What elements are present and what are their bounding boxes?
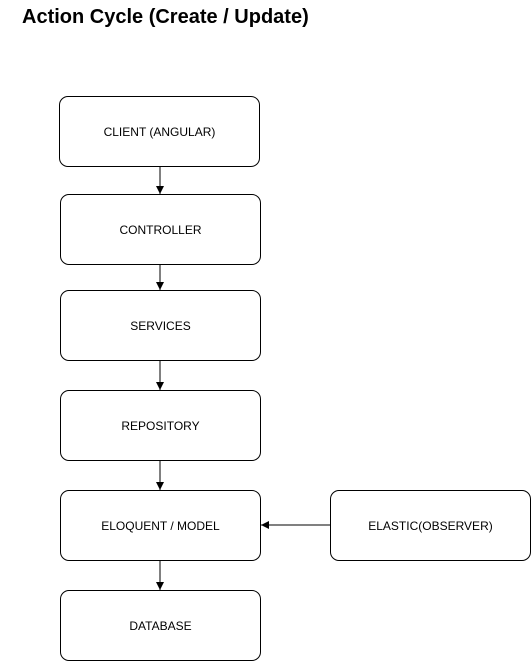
database-label: DATABASE xyxy=(129,618,192,633)
services-label: SERVICES xyxy=(130,318,191,333)
elastic-observer-node: ELASTIC(OBSERVER) xyxy=(330,490,531,561)
repository-label: REPOSITORY xyxy=(121,418,200,433)
eloquent-model-label: ELOQUENT / MODEL xyxy=(101,518,220,533)
client-angular-node: CLIENT (ANGULAR) xyxy=(59,96,260,167)
database-node: DATABASE xyxy=(60,590,261,661)
repository-node: REPOSITORY xyxy=(60,390,261,461)
controller-node: CONTROLLER xyxy=(60,194,261,265)
controller-label: CONTROLLER xyxy=(119,222,202,237)
page-title: Action Cycle (Create / Update) xyxy=(22,6,309,28)
client-angular-label: CLIENT (ANGULAR) xyxy=(103,124,216,139)
elastic-observer-label: ELASTIC(OBSERVER) xyxy=(368,518,493,533)
services-node: SERVICES xyxy=(60,290,261,361)
eloquent-model-node: ELOQUENT / MODEL xyxy=(60,490,261,561)
